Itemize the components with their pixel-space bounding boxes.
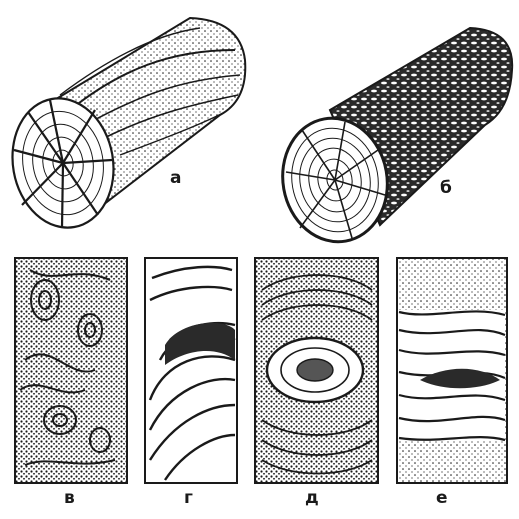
wood-knot-texture — [255, 258, 378, 483]
label-b: б — [440, 180, 452, 197]
log-with-radial-cracks-icon — [2, 18, 245, 236]
log-with-bark-icon — [273, 28, 512, 250]
label-a: а — [170, 170, 181, 187]
knotty-wood-grain-texture — [15, 258, 127, 483]
label-g: г — [184, 490, 193, 507]
label-d: д — [305, 490, 319, 507]
label-e: е — [436, 490, 448, 507]
curved-wood-grain-texture — [145, 258, 237, 483]
horizontal-wood-grain-texture — [397, 258, 507, 483]
label-v: в — [64, 490, 75, 507]
